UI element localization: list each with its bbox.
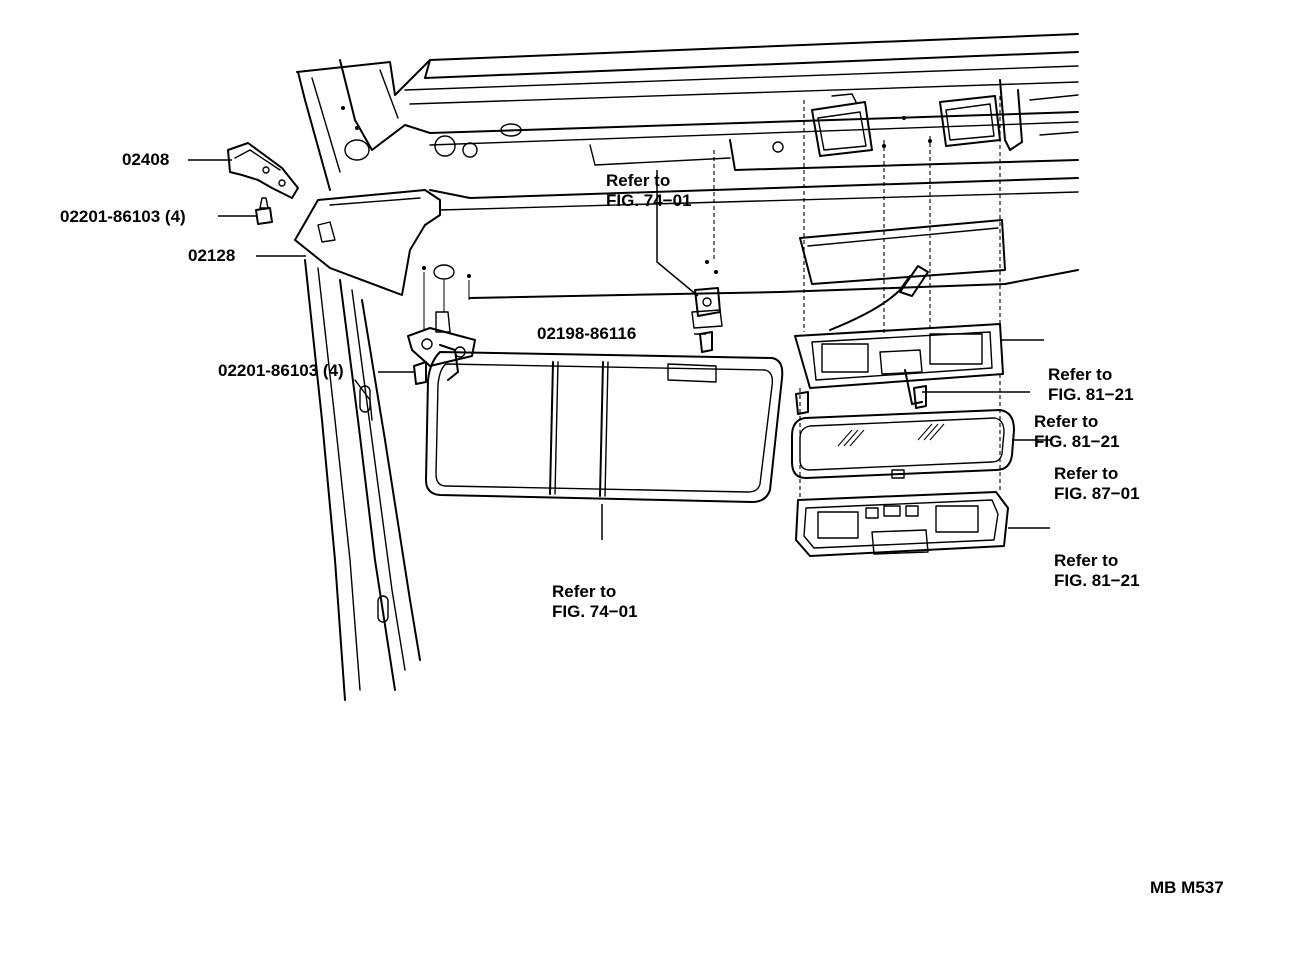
inner-mirror-part	[791, 409, 1015, 479]
map-lamp-part	[794, 265, 1004, 415]
figure-code: MB M537	[1150, 878, 1224, 897]
sun-visor-part	[425, 344, 784, 503]
part-number-bracket: 02408	[122, 150, 170, 169]
part-number-pillar-trim: 02128	[188, 246, 236, 265]
leader-lines	[188, 159, 1050, 540]
part-number-visor-holder-screw: 02198-86116	[537, 324, 637, 343]
lamp-cover-part	[795, 491, 1009, 557]
part-number-bracket-screw: 02201-86103 (4)	[60, 207, 186, 226]
a-pillar	[304, 259, 421, 701]
bracket-screw-part	[255, 197, 273, 225]
assembly-guide-lines	[713, 96, 1001, 500]
roof-header-panel	[296, 33, 1079, 299]
visor-holder-hardware	[407, 264, 476, 385]
pillar-trim-part	[294, 189, 441, 296]
bracket-part	[227, 142, 299, 199]
part-number-visor-screw: 02201-86103 (4)	[218, 361, 344, 380]
visor-holder-clip	[691, 260, 723, 353]
